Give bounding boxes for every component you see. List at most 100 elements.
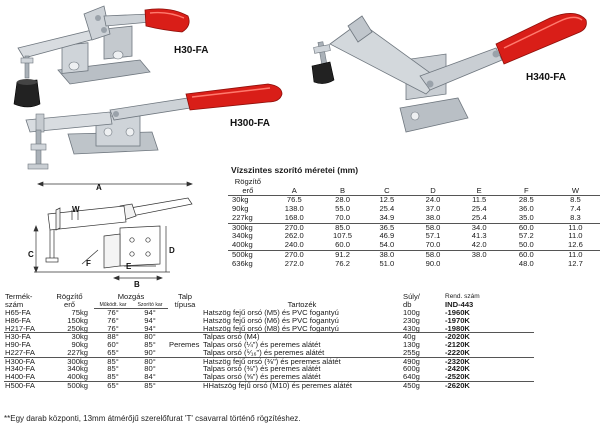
model-number: H30-FA: [4, 332, 50, 342]
dim-label-w: W: [72, 205, 80, 214]
dim-value: 11.0: [568, 231, 583, 241]
model-angle-open: 60°: [107, 340, 119, 350]
h300-fa-label: H300-FA: [230, 118, 271, 129]
model-order-number: -1980K: [445, 323, 470, 333]
model-spec: Talpas orsó (M4): [202, 332, 402, 342]
dim-force: 500kg: [228, 249, 268, 260]
model-spec: Talpas orsó (¼") és peremes alátét: [203, 340, 321, 350]
model-weight: 130g: [403, 340, 420, 350]
dim-value: 7.4: [570, 203, 581, 213]
model-force: 300kg: [50, 356, 94, 366]
dimensions-header-a: A: [267, 178, 321, 197]
model-base: [168, 380, 202, 390]
dim-value: 57.2: [518, 231, 534, 241]
models-row: H30-FA 30kg 88° 80° Talpas orsó (M4) 40g…: [4, 332, 534, 342]
dim-value: 8.3: [570, 212, 581, 222]
dim-force: 300kg: [228, 222, 268, 233]
dimensions-header-d: D: [409, 178, 457, 197]
model-order-number: -2520K: [445, 371, 470, 381]
model-spec: Talpas orsó (⁵⁄₁₆") és peremes alátét: [203, 347, 325, 357]
models-header-qty-line1: Súly/: [403, 292, 420, 301]
h340-fa-photo: [311, 13, 587, 133]
model-weight: 450g: [402, 380, 444, 390]
models-header-base-line1: Talp: [178, 292, 192, 301]
models-row: H90-FA 90kg 60° 85° Peremes Talpas orsó …: [4, 341, 534, 349]
model-angle-clamp: 94°: [144, 308, 156, 318]
dim-value: 50.0: [518, 240, 534, 250]
dim-value: 36.5: [364, 222, 410, 233]
model-base: [168, 356, 202, 366]
dimensions-header-e: E: [456, 178, 502, 197]
models-header-row: Termék- szám Rögzítő erő Mozgás Talp típ…: [4, 292, 534, 309]
model-angle-clamp: 80°: [132, 356, 168, 366]
dim-value: 36.0: [518, 203, 534, 213]
dim-value: 240.0: [284, 240, 304, 250]
model-order-number: -1960K: [445, 308, 470, 318]
model-base: [168, 365, 202, 373]
model-force: 90kg: [71, 340, 88, 350]
dim-value: 55.0: [335, 203, 350, 213]
dim-value: 25.4: [471, 203, 487, 213]
model-number: H400-FA: [5, 371, 35, 381]
dimensions-row: 300kg 270.0 85.0 36.5 58.0 34.0 60.0 11.…: [228, 222, 600, 233]
dim-value: 38.0: [364, 249, 410, 260]
dim-value: 270.0: [267, 222, 321, 233]
models-header-model: Termék- szám: [4, 292, 50, 309]
dim-label-c: C: [28, 250, 34, 259]
model-spec: Talpas orsó (⅝") és peremes alátét: [203, 371, 321, 381]
models-row: H86-FA 150kg 76° 94° Hatszög fejű orsó (…: [4, 317, 534, 325]
dim-value: 34.9: [379, 212, 395, 222]
dim-value: 58.0: [409, 249, 457, 260]
model-angle-open: 65°: [107, 347, 119, 357]
models-subheader-row: Működt. kar Szorító kar: [4, 301, 534, 310]
model-number: H340-FA: [5, 364, 35, 374]
model-angle-open: 76°: [107, 323, 119, 333]
model-angle-open: 85°: [107, 364, 119, 374]
dim-value: 270.0: [267, 249, 321, 260]
h300-fa-photo: [25, 83, 283, 170]
model-number: H65-FA: [5, 308, 31, 318]
models-header-order: Rend. szám IND-443: [444, 292, 534, 309]
dim-value: 12.6: [568, 240, 583, 250]
models-header-spec: Tartozék: [287, 299, 317, 309]
model-angle-clamp: 94°: [144, 316, 156, 326]
dim-force: 227kg: [232, 212, 253, 222]
dimensions-header-force: Rögzítő erő: [228, 177, 268, 197]
model-weight: 640g: [403, 371, 420, 381]
dim-value: 42.0: [471, 240, 487, 250]
dim-value: 168.0: [284, 212, 304, 222]
dim-value: 38.0: [456, 249, 502, 260]
dim-value: 60.0: [501, 249, 551, 260]
model-order-number: -2620K: [444, 380, 534, 390]
model-angle-clamp: 94°: [144, 323, 156, 333]
dim-value: 28.5: [518, 195, 534, 205]
dimensions-table: Rögzítő erő A B C D E F W 30kg 76.5 28.0…: [228, 177, 600, 269]
model-angle-open: 76°: [107, 308, 119, 318]
models-header-force-line2: erő: [64, 299, 75, 309]
models-header-qty: Súly/ db: [402, 292, 444, 309]
dim-value: 76.5: [286, 195, 302, 205]
model-order-number: -2420K: [445, 364, 470, 374]
model-angle-clamp: 84°: [144, 371, 156, 381]
dim-value: 46.9: [379, 231, 395, 241]
models-header-qty-line2: db: [403, 299, 412, 309]
dim-value: 34.0: [456, 222, 502, 233]
dim-value: 8.5: [570, 195, 581, 205]
dim-value: 54.0: [379, 240, 395, 250]
model-order-number: -2320K: [444, 356, 534, 366]
dim-value: 107.5: [333, 231, 353, 241]
model-spec: Hatszög fejű orsó (M8) és PVC fogantyú: [203, 323, 339, 333]
model-base: Peremes: [169, 340, 200, 350]
models-header-base-line2: típusa: [174, 299, 196, 309]
models-header-angle-open: Működt. kar: [94, 301, 132, 310]
dim-value: 11.5: [472, 195, 487, 205]
model-order-number: -2120K: [445, 340, 470, 350]
models-row: H217-FA 250kg 76° 94° Hatszög fejű orsó …: [4, 323, 534, 333]
model-weight: 490g: [402, 356, 444, 366]
model-base: [168, 332, 202, 342]
dimensions-row: 636kg 272.0 76.2 51.0 90.0 48.0 12.7: [228, 258, 600, 269]
dim-value: 272.0: [284, 258, 304, 268]
dim-value: 51.0: [379, 258, 395, 268]
dim-label-d: D: [169, 246, 175, 255]
models-row: H340-FA 340kg 85° 80° Talpas orsó (⅜") é…: [4, 365, 534, 373]
